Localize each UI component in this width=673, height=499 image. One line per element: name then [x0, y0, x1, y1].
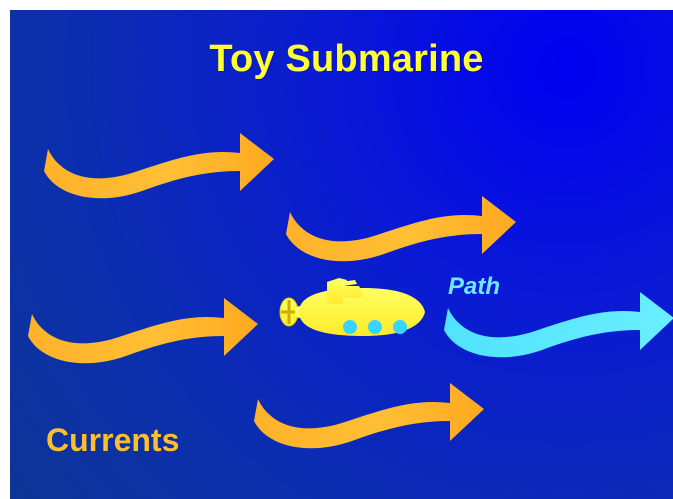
current-arrow-2 [286, 196, 516, 261]
current-arrow-icon [286, 196, 516, 261]
current-arrow-icon [28, 298, 258, 363]
submarine [280, 278, 425, 336]
path-label: Path [448, 273, 500, 301]
diagram-slide: Toy Submarine Path Currents [10, 10, 673, 499]
porthole [368, 320, 382, 334]
current-arrow-icon [254, 383, 484, 448]
currents-label: Currents [46, 422, 179, 459]
submarine-icon [280, 278, 425, 336]
diagram-title: Toy Submarine [10, 38, 673, 81]
porthole [393, 320, 407, 334]
porthole [343, 320, 357, 334]
path-arrow-icon [444, 292, 673, 357]
current-arrow-4 [254, 383, 484, 448]
current-arrow-icon [44, 133, 274, 198]
current-arrow-3 [28, 298, 258, 363]
current-arrow-1 [44, 133, 274, 198]
path-arrow [444, 292, 673, 357]
